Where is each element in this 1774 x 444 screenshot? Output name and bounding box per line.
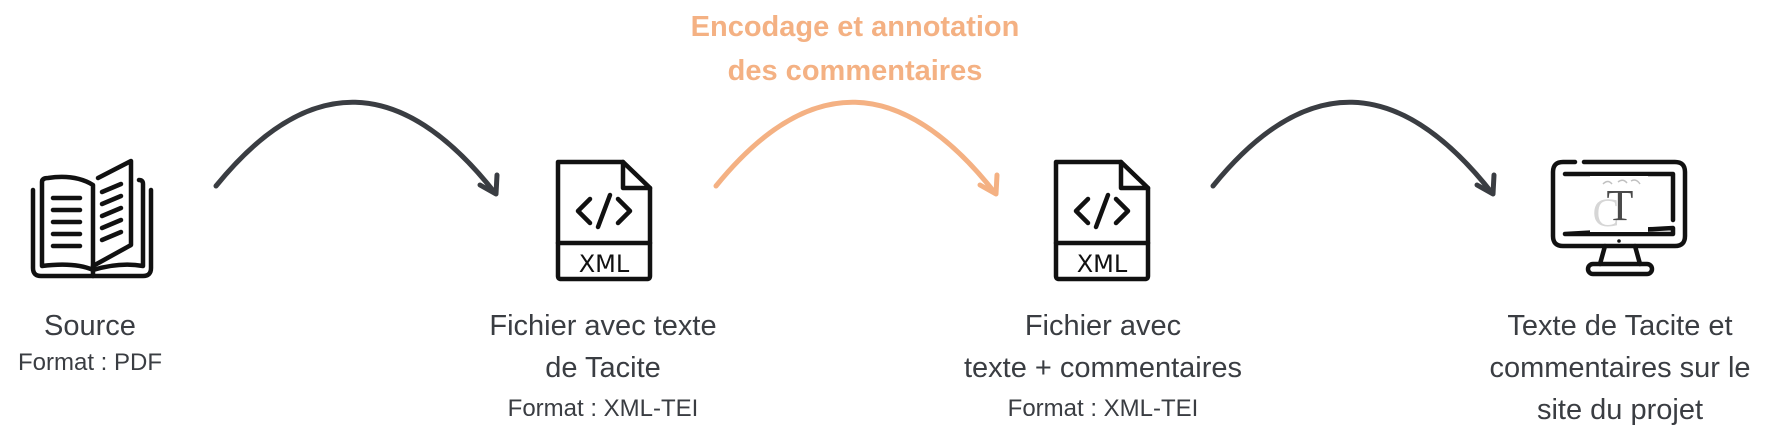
node-source-title: Source xyxy=(44,310,136,342)
node-site-label: Texte de Tacite et commentaires sur le s… xyxy=(1460,305,1774,431)
node-xml-commentaires-line1: Fichier avec xyxy=(1024,310,1182,342)
xml-file-icon-1 xyxy=(555,159,653,282)
open-book-icon xyxy=(30,158,154,279)
node-source-format: Format : PDF xyxy=(17,349,162,376)
site-logo-c: C xyxy=(1593,190,1620,235)
node-xml-tacite-format: Format : XML-TEI xyxy=(507,395,699,422)
step-title: Encodage et annotation des commentaires xyxy=(655,5,1055,93)
node-xml-commentaires-line2: texte + commentaires xyxy=(963,352,1243,384)
arrow-2 xyxy=(713,99,1000,197)
node-site-line3: site du projet xyxy=(1536,394,1704,426)
arrow-3 xyxy=(1210,99,1497,197)
node-xml-tacite-line1: Fichier avec texte xyxy=(489,310,717,342)
step-title-line2: des commentaires xyxy=(727,55,983,87)
xml-file-label-1: XML xyxy=(579,250,630,278)
node-xml-commentaires-format: Format : XML-TEI xyxy=(1007,395,1199,422)
node-xml-tacite-line2: de Tacite xyxy=(545,352,661,384)
arrow-1 xyxy=(213,99,500,197)
node-source-label: Source Format : PDF xyxy=(0,305,190,383)
node-site-line1: Texte de Tacite et xyxy=(1507,310,1733,342)
xml-file-icon-2 xyxy=(1053,159,1151,282)
site-logo: C T xyxy=(1590,176,1648,235)
monitor-power-dot xyxy=(1617,239,1621,243)
step-title-line1: Encodage et annotation xyxy=(690,11,1020,43)
node-site-line2: commentaires sur le xyxy=(1489,352,1751,384)
site-logo-t: T xyxy=(1607,181,1634,230)
xml-file-label-2: XML xyxy=(1077,250,1128,278)
node-xml-tacite-label: Fichier avec texte de Tacite Format : XM… xyxy=(453,305,753,429)
node-xml-commentaires-label: Fichier avec texte + commentaires Format… xyxy=(933,305,1273,429)
